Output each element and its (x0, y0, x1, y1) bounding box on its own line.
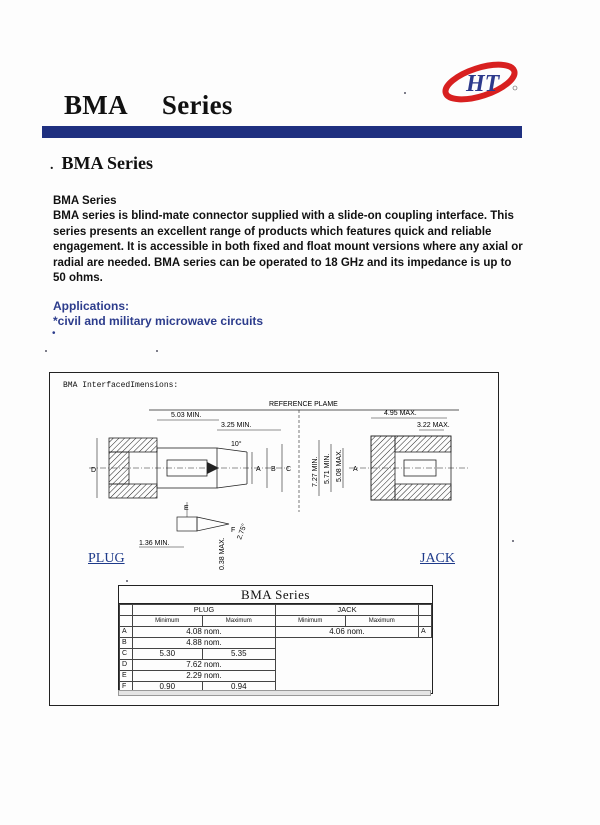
plug-drawing: 5.03 MIN. 3.25 MIN. 10° D A B C (89, 412, 291, 499)
letter-A-jack: A (353, 466, 358, 473)
scan-speck (156, 350, 158, 352)
row-letter: E (119, 670, 133, 682)
dim-angle: 10° (231, 440, 242, 448)
section-bullet: . (50, 158, 54, 173)
table-row: D 7.62 nom. (119, 659, 432, 671)
plug-value: 4.08 nom. (132, 626, 276, 638)
jack-value: 4.06 nom. (274, 626, 420, 638)
plug-value: 7.62 nom. (132, 659, 276, 671)
dim-275: 2.75° (235, 522, 248, 540)
applications-heading: Applications: (53, 299, 130, 313)
plug-max-value: 5.35 (201, 648, 276, 660)
table-row: C 5.30 5.35 (119, 648, 432, 660)
letter-E: E (184, 505, 189, 512)
table-bottom-bar (118, 690, 431, 696)
company-logo: HT (442, 61, 518, 103)
logo-text: HT (465, 71, 501, 97)
dimension-table: BMA Series PLUG JACK Minimum Maximum Min… (118, 585, 433, 694)
dim-727: 7.27 MIN. (312, 457, 319, 487)
jack-label: JACK (420, 551, 456, 566)
dim-571: 5.71 MIN. (324, 454, 331, 484)
jack-max-header: Maximum (344, 615, 419, 627)
jack-drawing: 4.95 MAX. 3.22 MAX. 7.27 MIN. 5.71 MIN. … (312, 410, 469, 501)
pin-detail: E F 1.36 MIN. 0.38 MAX. 2.75° (139, 502, 249, 570)
plug-min-header: Minimum (132, 615, 203, 627)
drawing-frame (49, 372, 499, 706)
header-bar (42, 126, 522, 138)
row-letter: B (119, 637, 133, 649)
dim-495: 4.95 MAX. (384, 410, 417, 417)
scan-speck (512, 540, 514, 542)
letter-A-plug: A (256, 466, 261, 473)
plug-min-value: 5.30 (132, 648, 203, 660)
letter-C: C (286, 466, 291, 473)
row-letter: A (119, 626, 133, 638)
dim-322: 3.22 MAX. (417, 422, 450, 429)
scan-speck (126, 580, 128, 582)
dim-508: 5.08 MAX. (336, 449, 343, 482)
dim-136: 1.36 MIN. (139, 540, 169, 547)
scan-speck (45, 350, 47, 352)
dim-503: 5.03 MIN. (171, 412, 201, 419)
plug-label: PLUG (88, 551, 125, 566)
row-letter: C (119, 648, 133, 660)
letter-B: B (271, 466, 276, 473)
section-title-text: BMA Series (61, 153, 154, 173)
dim-038: 0.38 MAX. (219, 537, 226, 570)
empty-bullet: • (52, 328, 56, 339)
table-title: BMA Series (119, 586, 432, 604)
page-title-word2: Series (161, 90, 233, 120)
table-row: E 2.29 nom. (119, 670, 432, 682)
drawing-caption: BMA InterfacedImensions: (63, 381, 179, 390)
section-title: . BMA Series (50, 153, 153, 174)
plug-value: 2.29 nom. (132, 670, 276, 682)
plug-header: PLUG (132, 604, 276, 616)
page-title-word1: BMA (64, 90, 128, 120)
table-row: B 4.88 nom. (119, 637, 432, 649)
scan-speck (404, 92, 406, 94)
plug-max-header: Maximum (201, 615, 276, 627)
row-letter: D (119, 659, 133, 671)
jack-min-header: Minimum (274, 615, 346, 627)
table-row: A 4.08 nom. 4.06 nom. A (119, 626, 432, 638)
reference-plane-label: REFERENCE PLAME (269, 401, 338, 408)
intro-heading: BMA Series (53, 195, 117, 207)
interface-drawing: REFERENCE PLAME 5.03 MIN. 3.25 MIN. 10° … (89, 401, 469, 570)
applications-item: *civil and military microwave circuits (53, 314, 264, 328)
dim-325: 3.25 MIN. (221, 422, 251, 429)
jack-header: JACK (274, 604, 420, 616)
intro-paragraph: BMA series is blind-mate connector suppl… (53, 210, 523, 284)
plug-value: 4.88 nom. (132, 637, 276, 649)
page-title: BMA Series (64, 90, 233, 121)
letter-F: F (231, 527, 235, 534)
jack-row-letter: A (418, 626, 432, 638)
letter-D: D (91, 467, 96, 474)
